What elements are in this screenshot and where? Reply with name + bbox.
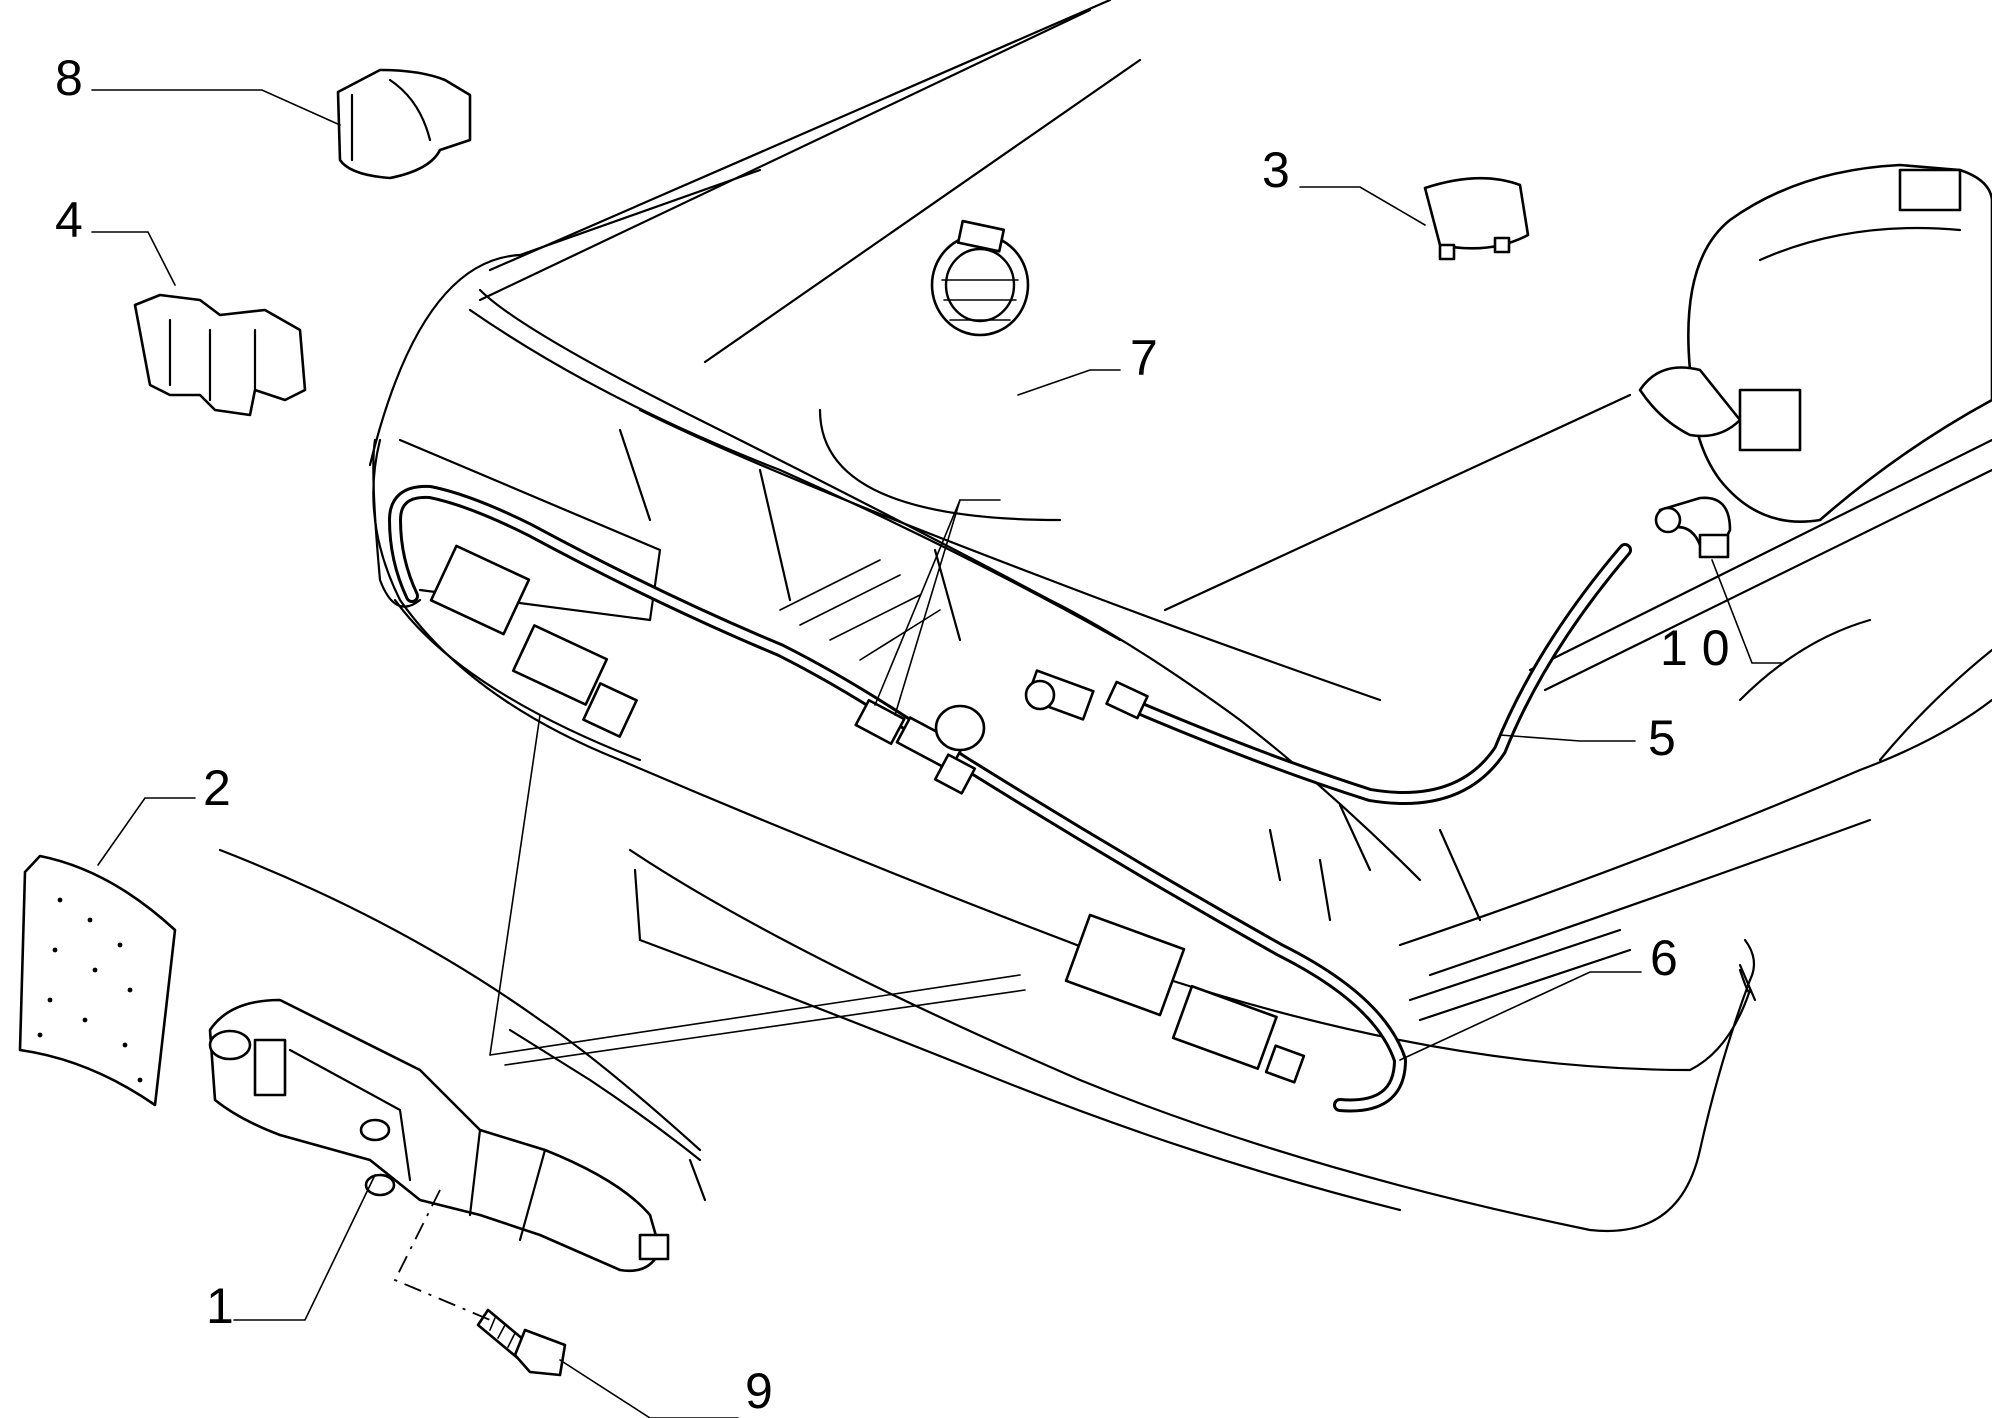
callout-10: 1 0 (1660, 620, 1730, 676)
washer-hose-main (388, 484, 1407, 1113)
callout-2: 2 (203, 760, 231, 816)
assembly-axis-line (393, 1189, 491, 1321)
part-8-clip (336, 68, 472, 180)
washer-reservoir (1638, 163, 1992, 523)
leader-lines (91, 89, 1783, 1418)
callout-labels: 8 4 3 7 1 0 5 6 2 1 9 (55, 50, 1730, 1418)
callout-5: 5 (1648, 710, 1676, 766)
headlamp-washer-right (1064, 913, 1306, 1084)
callout-6: 6 (1650, 930, 1678, 986)
elbow-fitting (1654, 496, 1732, 559)
washer-hose-feed (1113, 543, 1632, 805)
callout-9: 9 (745, 1363, 773, 1418)
part-2-pad (18, 854, 177, 1107)
callout-7: 7 (1130, 330, 1158, 386)
car-body-outline (218, 0, 1992, 1233)
part-7-clamp (930, 219, 1030, 337)
callout-3: 3 (1262, 142, 1290, 198)
t-connector (854, 669, 1149, 795)
headlamp-washer-left (429, 544, 638, 738)
part-3-relay (1423, 176, 1530, 261)
callout-8: 8 (55, 50, 83, 106)
part-9-bolt (476, 1308, 567, 1377)
callout-4: 4 (55, 192, 83, 248)
part-1-pump (208, 998, 670, 1273)
callout-1: 1 (206, 1278, 234, 1334)
part-4-holder (133, 293, 307, 417)
